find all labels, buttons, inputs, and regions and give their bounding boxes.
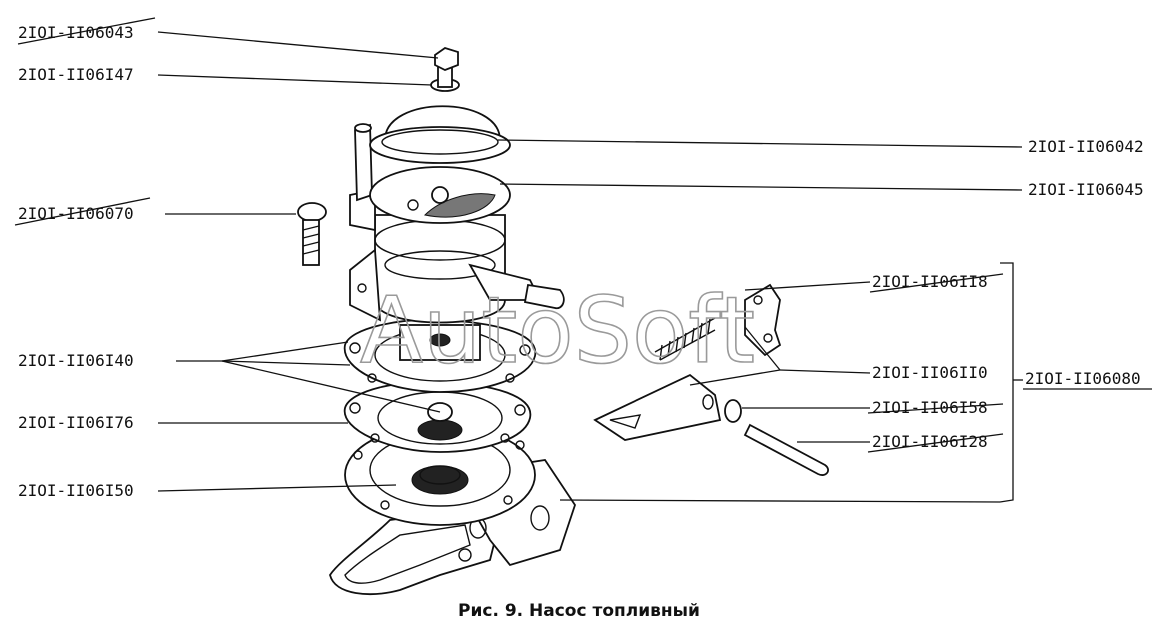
lever-110 [593, 373, 722, 441]
label-2101-1106147: 2IOI-II06I47 [18, 65, 134, 84]
label-2101-1106150: 2IOI-II06I50 [18, 481, 134, 500]
strike-mark [17, 17, 156, 45]
screw-070 [297, 202, 327, 266]
strike-mark [867, 403, 1004, 414]
label-2101-1106176: 2IOI-II06I76 [18, 413, 134, 432]
pump-drawing [297, 47, 829, 595]
inlet-pipe [354, 123, 373, 202]
label-2101-1106080: 2IOI-II06080 [1025, 369, 1141, 388]
strike-mark [14, 197, 151, 226]
strike-mark [869, 273, 1004, 293]
washer-158 [724, 399, 742, 423]
label-2101-1106158: 2IOI-II06I58 [872, 398, 988, 417]
label-2101-1106042: 2IOI-II06042 [1028, 137, 1144, 156]
strike-mark [867, 433, 1004, 453]
figure-caption: Рис. 9. Насос топливный [458, 601, 700, 621]
outlet-pipe [523, 283, 565, 310]
spring-118 [654, 317, 716, 361]
axle-128 [743, 423, 829, 476]
label-2101-1106118: 2IOI-II06II8 [872, 272, 988, 291]
leader-lines [157, 31, 1023, 503]
label-2101-1106128: 2IOI-II06I28 [872, 432, 988, 451]
label-2101-1106110: 2IOI-II06II0 [872, 363, 988, 382]
watermark: AutoSoft [360, 277, 755, 384]
part-labels: 2IOI-II06043 2IOI-II06I47 2IOI-II06070 2… [14, 17, 1152, 500]
label-2101-1106045: 2IOI-II06045 [1028, 180, 1144, 199]
label-2101-1106140: 2IOI-II06I40 [18, 351, 134, 370]
